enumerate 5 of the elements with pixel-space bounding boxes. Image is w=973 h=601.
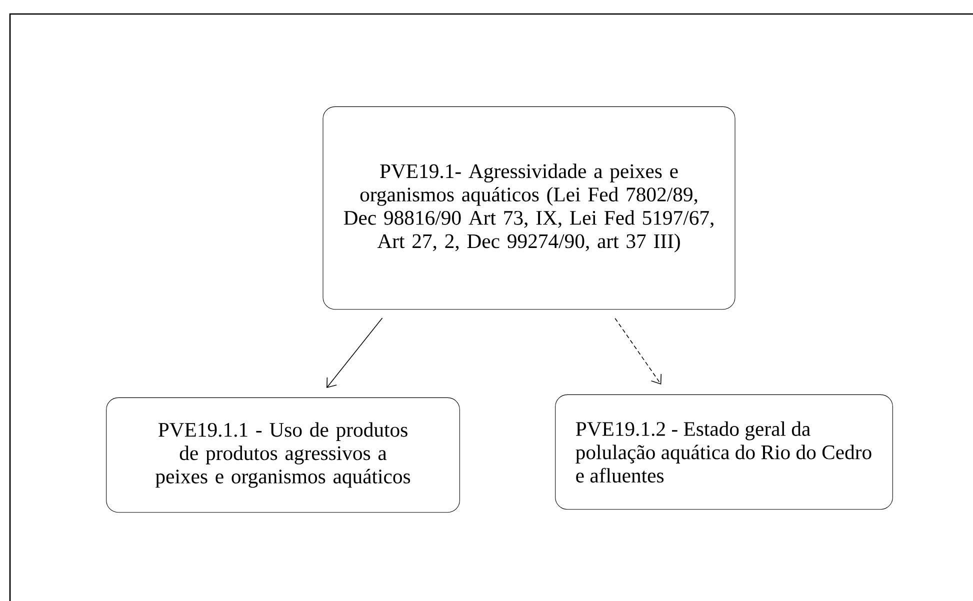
- arrow: [326, 318, 383, 388]
- arrow: [614, 318, 662, 385]
- text-box: PVE19.1- Agressividade a peixes e organismos aquáticos (Lei Fed 7802/89, Dec 98816/90 Art 73, IX, Lei Fed 5197/67, Art 27, 2, Dec 99274/90, art 37 III): [322, 106, 736, 310]
- text-box: PVE19.1.1 - Uso de produtos de produtos agressivos a peixes e organismos aquáticos: [106, 397, 460, 513]
- text-box: PVE19.1.2 - Estado geral da polulação aquática do Rio do Cedro e afluentes: [555, 394, 893, 510]
